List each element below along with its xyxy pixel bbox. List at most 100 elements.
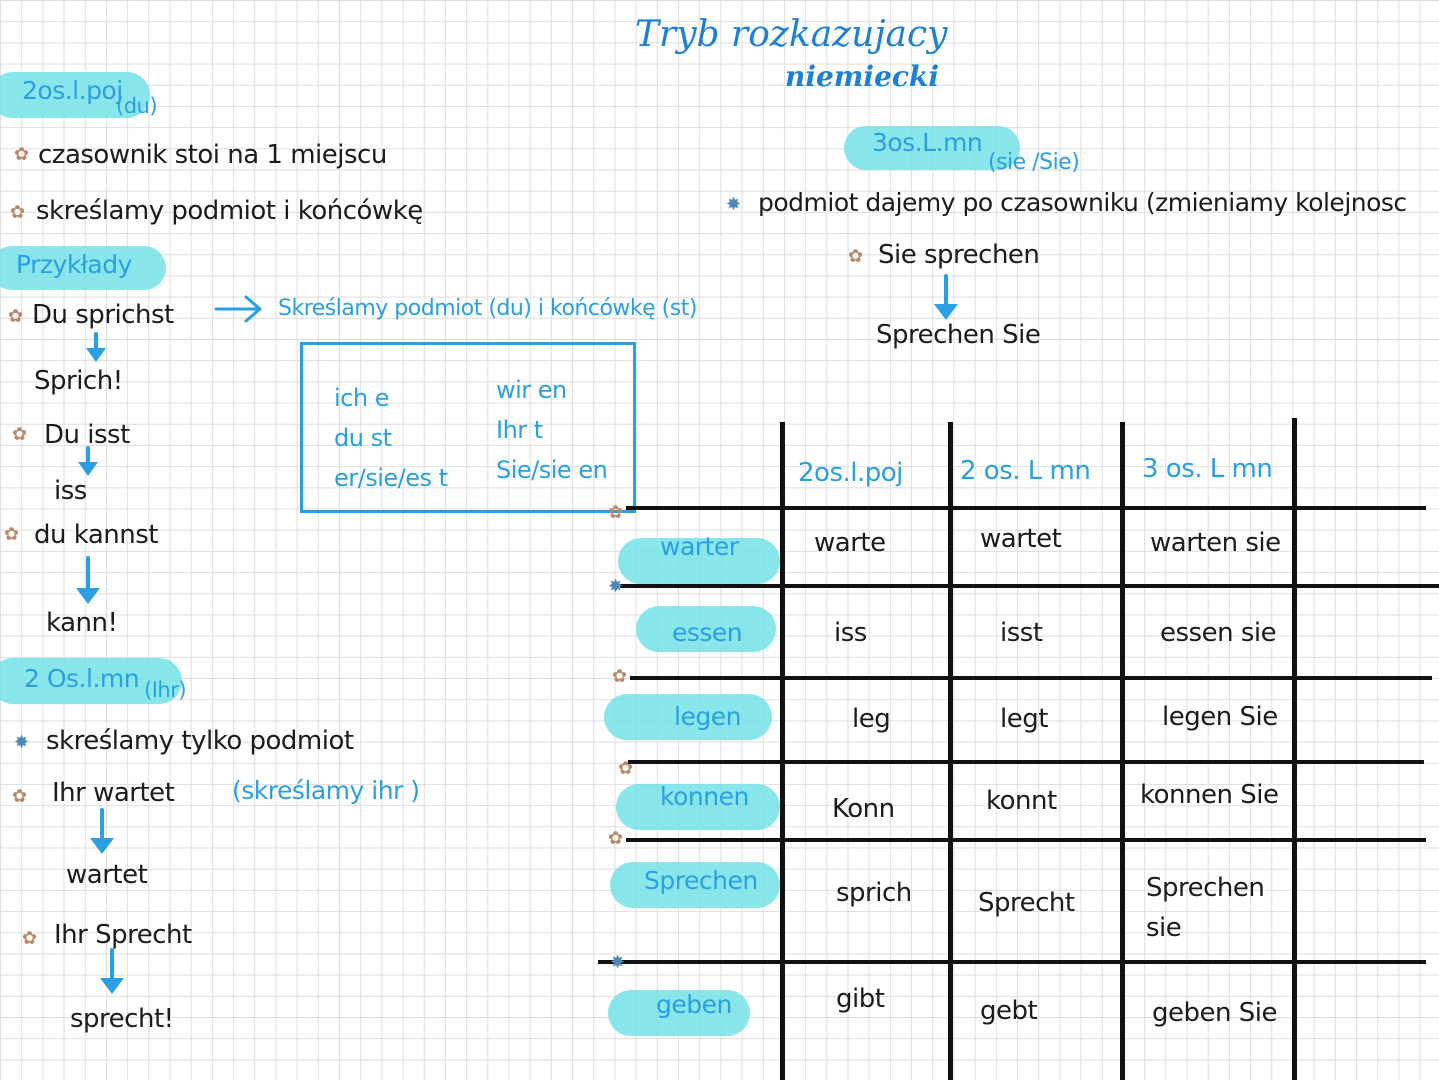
table-hline [620,584,1439,588]
table-header: 2os.l.poj [798,458,903,488]
table-hline [630,676,1432,680]
example2-to: iss [54,476,87,506]
highlight-verb [616,784,780,830]
section3-label: 3os.L.mn [872,128,983,157]
highlight-verb [610,862,780,908]
table-cell: Konn [832,794,895,824]
star-icon: ✸ [610,952,626,973]
snail-icon: ✿ [848,246,864,267]
table-header: 2 os. L mn [960,456,1091,486]
table-cell: isst [1000,618,1043,648]
examples-label: Przykłady [16,250,132,279]
row-verb: geben [656,990,732,1019]
table-cell: geben Sie [1152,998,1277,1028]
example-note: Skreślamy podmiot (du) i końcówkę (st) [278,296,697,321]
table-cell: legt [1000,704,1048,734]
snail-icon: ✿ [608,828,624,849]
table-cell: sprich [836,878,912,908]
highlight-verb [618,538,780,584]
example5-to: sprecht! [70,1004,174,1034]
page-title: Tryb rozkazujacy [635,14,948,55]
star-icon: ✸ [608,576,624,597]
section2-sub: (Ihr) [144,678,187,702]
row-verb: Sprechen [644,866,758,895]
conj-sie: Sie/sie en [496,456,608,484]
example3-from: du kannst [34,520,158,550]
example5-from: Ihr Sprecht [54,920,192,950]
highlight-section2 [0,658,182,704]
table-header: 3 os. L mn [1142,454,1273,484]
page-subtitle: niemiecki [785,60,939,93]
rule-strike-subject-ending: skreślamy podmiot i końcówkę [36,196,423,226]
table-cell: gibt [836,984,885,1014]
example4-from: Ihr wartet [52,778,175,808]
highlight-examples [0,246,166,290]
table-vline [780,422,785,1080]
section1-sub: (du) [116,94,158,118]
arrow-down-icon [86,332,106,362]
table-cell: konnt [986,786,1057,816]
arrow-down-icon [76,556,100,604]
table-cell: Sprecht [978,888,1075,918]
table-cell: leg [852,704,891,734]
row-verb: konnen [660,782,749,811]
shell-icon: ✿ [8,306,24,327]
rule-verb-position: czasownik stoi na 1 miejscu [38,140,387,170]
table-cell: iss [834,618,867,648]
table-cell: wartet [980,524,1062,554]
rule-strike-subject-only: skreślamy tylko podmiot [46,726,354,756]
snail-icon: ✿ [608,502,624,523]
conj-wir: wir en [496,376,567,404]
section1-label: 2os.l.poj [22,76,123,105]
example1-to: Sprich! [34,366,123,396]
section3-sub: (sie /Sie) [988,150,1080,175]
table-vline [1292,418,1297,1080]
table-cell: legen Sie [1162,702,1278,732]
conjugation-box [300,342,636,513]
table-hline [626,506,1426,510]
table-cell: konnen Sie [1140,780,1279,810]
table-cell: warte [814,528,886,558]
conj-ihr: Ihr t [496,416,543,444]
arrow-right-icon [214,295,262,323]
shell-icon: ✿ [12,424,28,445]
section3-from: Sie sprechen [878,240,1040,270]
rule-subject-after-verb: podmiot dajemy po czasowniku (zmieniamy … [758,188,1407,217]
star-icon: ✸ [14,732,30,753]
row-verb: legen [674,702,741,731]
highlight-verb [608,990,750,1036]
conj-er-sie-es: er/sie/es t [334,464,448,492]
table-vline [1120,422,1125,1080]
highlight-section3 [844,126,1020,170]
arrow-down-icon [78,446,98,476]
arrow-down-icon [90,808,114,854]
table-hline [598,960,1426,964]
star-icon: ✸ [726,194,742,215]
table-cell: warten sie [1150,528,1281,558]
shell-icon: ✿ [12,786,28,807]
section2-label: 2 Os.l.mn [24,664,140,693]
shell-icon: ✿ [22,928,38,949]
table-hline [628,760,1424,764]
example1-from: Du sprichst [32,300,174,330]
shell-icon: ✿ [612,666,628,687]
shell-icon: ✿ [4,524,20,545]
section2-note: (skreślamy ihr ) [232,776,420,805]
example2-from: Du isst [44,420,130,450]
conj-du: du st [334,424,392,452]
shell-icon: ✿ [618,758,634,779]
row-verb: essen [672,618,743,647]
highlight-section1 [0,72,150,118]
example3-to: kann! [46,608,118,638]
highlight-verb [636,606,776,652]
row-verb: warter [660,532,739,561]
shell-icon: ✿ [14,144,30,165]
table-cell: essen sie [1160,618,1277,648]
example4-to: wartet [66,860,148,890]
arrow-down-icon [934,274,958,320]
arrow-down-icon [100,948,124,994]
highlight-verb [604,694,772,740]
table-cell: Sprechen sie [1146,873,1265,943]
shell-icon: ✿ [10,202,26,223]
table-hline [626,838,1426,842]
